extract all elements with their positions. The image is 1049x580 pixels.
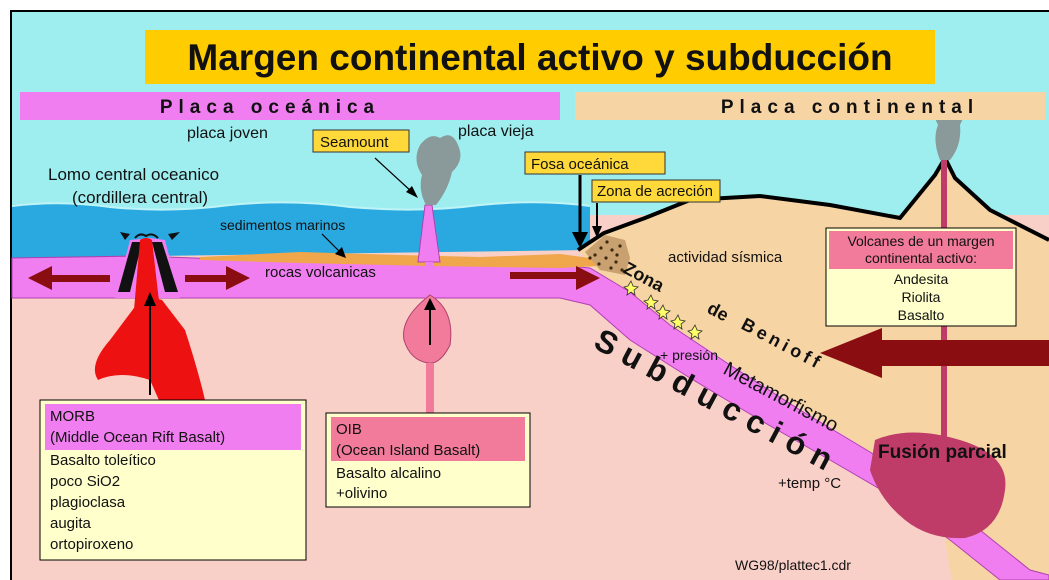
continent-surface xyxy=(576,153,1049,252)
diagram-title: Margen continental activo y subducción xyxy=(187,37,892,78)
morb-up-arrowhead xyxy=(144,292,156,306)
ridge-label-line1: Lomo central oceanico xyxy=(48,165,219,184)
pressure-label: + presión xyxy=(660,347,718,363)
morb-line: ortopiroxeno xyxy=(50,536,133,553)
seamount-label-box xyxy=(312,129,410,153)
earthquake-foci xyxy=(623,280,703,340)
seamount-label: Seamount xyxy=(320,134,389,151)
volcanic-rocks-label: rocas volcanicas xyxy=(265,264,376,281)
oceanic-plate-bar xyxy=(20,92,560,120)
oceanic-plate-label: Placa oceánica xyxy=(160,97,380,118)
mid-ocean-ridge xyxy=(115,232,180,310)
sea-surface xyxy=(11,201,591,211)
volcano-info-box: Volcanes de un margen continental activo… xyxy=(825,227,1017,327)
sediment-layer xyxy=(200,252,598,268)
oib-line: Basalto alcalino xyxy=(336,465,441,482)
convergence-arrow xyxy=(820,328,1049,378)
volcano-line: Andesita xyxy=(894,271,949,287)
continental-magma-chamber xyxy=(870,432,1006,539)
spreading-arrow-right xyxy=(185,266,250,290)
morb-line: augita xyxy=(50,515,92,532)
subduction-motion-arrow xyxy=(510,266,600,290)
seamount-pointer-head xyxy=(406,186,418,198)
morb-line: plagioclasa xyxy=(50,494,126,511)
young-plate-label: placa joven xyxy=(187,125,268,142)
volcano-head1: Volcanes de un margen xyxy=(847,233,994,249)
accretion-wedge xyxy=(585,235,630,275)
sediments-pointer-head xyxy=(335,247,346,258)
accretion-pointer-head xyxy=(592,226,602,238)
oib-head2: (Ocean Island Basalt) xyxy=(336,442,480,459)
old-plate-label: placa vieja xyxy=(458,123,534,140)
ridge-label-line2: (cordillera central) xyxy=(72,188,208,207)
oib-line: +olivino xyxy=(336,485,387,502)
title-box xyxy=(145,30,935,84)
seamount-volcano xyxy=(403,204,452,413)
spreading-arrow-left xyxy=(28,266,110,290)
seamount-plume xyxy=(416,135,461,205)
oceanic-plate xyxy=(11,255,1049,580)
volcano-head2: continental activo: xyxy=(865,250,977,266)
morb-head1: MORB xyxy=(50,408,95,425)
trench-label-box xyxy=(524,151,666,175)
temperature-label: +temp °C xyxy=(778,475,841,492)
trench-pointer-head xyxy=(572,232,588,248)
morb-head2: (Middle Ocean Rift Basalt) xyxy=(50,429,225,446)
oib-head1: OIB xyxy=(336,421,362,438)
volcano-line: Riolita xyxy=(902,289,941,305)
volcano-line: Basalto xyxy=(898,307,945,323)
credit-label: WG98/plattec1.cdr xyxy=(735,557,851,573)
morb-info-box: MORB (Middle Ocean Rift Basalt) Basalto … xyxy=(39,399,307,561)
continental-plate-label: Placa continental xyxy=(721,97,979,118)
oib-info-box: OIB (Ocean Island Basalt) Basalto alcali… xyxy=(325,412,531,508)
continental-plate-bar xyxy=(575,92,1045,120)
accretion-label: Zona de acreción xyxy=(597,183,713,200)
trench-label: Fosa oceánica xyxy=(531,156,629,173)
sediments-label: sedimentos marinos xyxy=(220,217,345,233)
seismic-activity-label: actividad sísmica xyxy=(668,249,783,266)
accretion-label-box xyxy=(591,179,721,203)
seamount-pointer xyxy=(374,157,413,193)
morb-line: Basalto toleítico xyxy=(50,452,156,469)
partial-melt-label: Fusión parcial xyxy=(878,442,1007,463)
morb-line: poco SiO2 xyxy=(50,473,120,490)
